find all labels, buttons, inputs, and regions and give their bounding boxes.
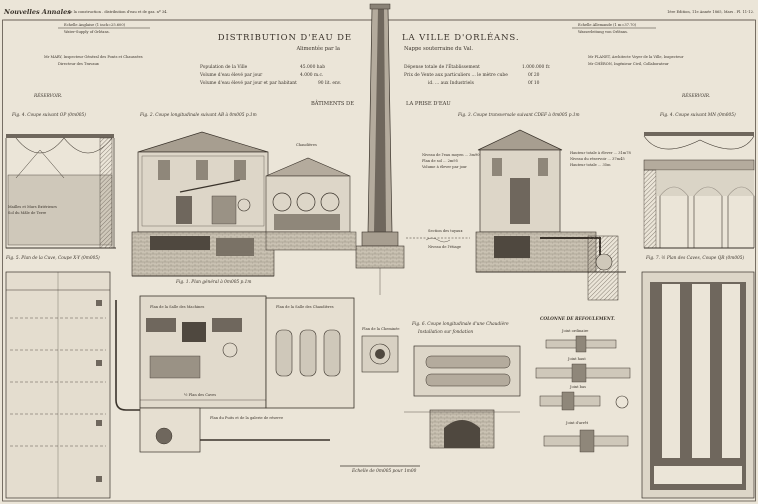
stat-population-label: Population de la Ville [200, 65, 248, 70]
buildings-right: LA PRISE D'EAU [406, 101, 451, 107]
bottom-scale-label: Echelle de 0m005 pour 1m00 [352, 469, 417, 474]
credit-right-2: Mr CHÉRON, Ingénieur Civil, Collaborateu… [588, 62, 669, 66]
buildings-left: BÂTIMENTS DE [310, 101, 354, 107]
right-scale-label: Echelle Allemande (1 m=37.70) [578, 23, 637, 27]
right-note-3: Hauteur totale ... 35m [570, 163, 611, 167]
fig3-caption: Fig. 3. Coupe transversale suivant CDEF … [458, 113, 580, 118]
right-note-1: Hauteur totale à élever ... 31m78 [570, 151, 631, 155]
note-left-2: Sol du Mâle de Terre [8, 211, 47, 215]
reservoir-right-label: RÉSERVOIR. [682, 94, 711, 99]
boiler-section [404, 345, 521, 449]
fig1-caption: Fig. 1. Plan général à 0m005 p.1m [176, 280, 252, 285]
colonne-title: COLONNE DE REFOULEMENT. [540, 317, 615, 322]
boiler-note-2: Plan de sol ... 2m95 [422, 159, 458, 163]
joint-haut-label: Joint haut [568, 357, 586, 361]
joint-bas-label: Joint bas [570, 385, 586, 389]
stat-expense-label: Dépense totale de l'Établissement [404, 65, 480, 70]
section-tuyaux: Section des tuyaux [428, 229, 463, 233]
left-cistern-plan [5, 271, 111, 499]
stat-population-value: 45.000 hab [300, 65, 326, 70]
left-scale-label: Echelle Anglaise (1 inch=25.600) [64, 23, 126, 27]
stat-industry-value: 0f 10 [528, 81, 540, 86]
edition-line: 1ère Edition, 11e Année 1865, Mars . Pl.… [667, 10, 754, 14]
stat-price-value: 0f 20 [528, 73, 540, 78]
stat-per-head-value: 90 lit. env. [318, 81, 342, 86]
right-scale-name: Wasserleitung von Orléans. [578, 30, 629, 34]
fig5-caption: Fig. 5. Plan de la Cuve, Coupe X-Y (0m00… [6, 256, 100, 261]
title-right: LA VILLE D'ORLÉANS. [402, 33, 520, 43]
fig2-caption: Fig. 2. Coupe longitudinale suivant AB à… [140, 113, 257, 118]
cellar-plan [641, 271, 755, 499]
title-left: DISTRIBUTION D'EAU DE [217, 33, 352, 43]
plan-cheminee-label: Plan de la Cheminée [362, 327, 400, 331]
plan-caves-label: ½ Plan des Caves [184, 393, 217, 397]
left-reservoir-section [5, 134, 116, 249]
note-left: Mailles et Murs Extérieurs [8, 205, 57, 209]
salle-machines-label: Plan de la Salle des Machines [150, 305, 205, 309]
journal-subtitle: de la construction . distribution d'eau … [68, 10, 168, 14]
stat-per-head-label: Volume d'eau élevé par jour et par habit… [200, 81, 297, 86]
machine-house-section [131, 131, 275, 277]
journal-title: Nouvelles Annales [4, 8, 71, 16]
stat-industry-label: id. ... aux Industriels [428, 81, 474, 86]
joint-ordinaire-label: Joint ordinaire [562, 329, 589, 333]
fig6-caption: Fig. 6. Coupe longitudinale d'une Chaudi… [412, 322, 509, 327]
fig4-left-caption: Fig. 4. Coupe suivant OP (0m005) [12, 113, 86, 118]
chimney [355, 3, 405, 295]
salle-chaudieres-label: Plan de la Salle des Chaudières [276, 305, 334, 309]
reservoir-left-label: RÉSERVOIR. [34, 94, 63, 99]
fig6-subcaption: Installation sur fondation [418, 330, 474, 335]
fig4-right-caption: Fig. 4. Coupe suivant MN (0m005) [660, 113, 736, 118]
credit-left-2: Directeur des Travaux [58, 62, 99, 66]
left-scale-name: Water-Supply of Orléans. [64, 30, 110, 34]
boiler-house-section [265, 157, 357, 251]
credit-left-1: Mr MARY, Inspecteur Général des Ponts et… [44, 55, 143, 59]
boiler-note-3: Volume à élever par jour [422, 165, 467, 169]
boiler-note-1: Niveau de l'eau moyen ... 3m90 [422, 153, 480, 157]
niveau-bas: Niveau de l'étiage [428, 245, 462, 249]
puits-label: Plan du Puits et de la galerie de réserv… [210, 416, 284, 420]
right-note-2: Niveau du réservoir ... 37m45 [570, 157, 625, 161]
stat-volume-label: Volume d'eau élevé par jour [200, 73, 263, 78]
fed-left: Alimentée par la [296, 46, 340, 52]
stat-volume-value: 4.000 m.c. [300, 73, 324, 78]
stat-price-label: Prix de Vente aux particuliers ... le mè… [404, 73, 508, 78]
transverse-section [475, 129, 626, 301]
stat-expense-value: 1.000.000 fr. [522, 65, 551, 70]
joint-arret-label: Joint d'arrêt [566, 421, 589, 425]
right-reservoir-section [643, 132, 755, 249]
general-plan [115, 295, 355, 453]
chaudieres-label: Chaudières [296, 143, 317, 147]
fed-right: Nappe souterraine du Val. [404, 46, 474, 52]
fig7-caption: Fig. 7. ½ Plan des Caves, Coupe QR (0m00… [646, 256, 745, 261]
rising-main-joints [535, 335, 631, 453]
chimney-plan [361, 335, 399, 373]
credit-right-1: Mr PLANET, Architecte Voyer de la Ville,… [588, 55, 684, 59]
